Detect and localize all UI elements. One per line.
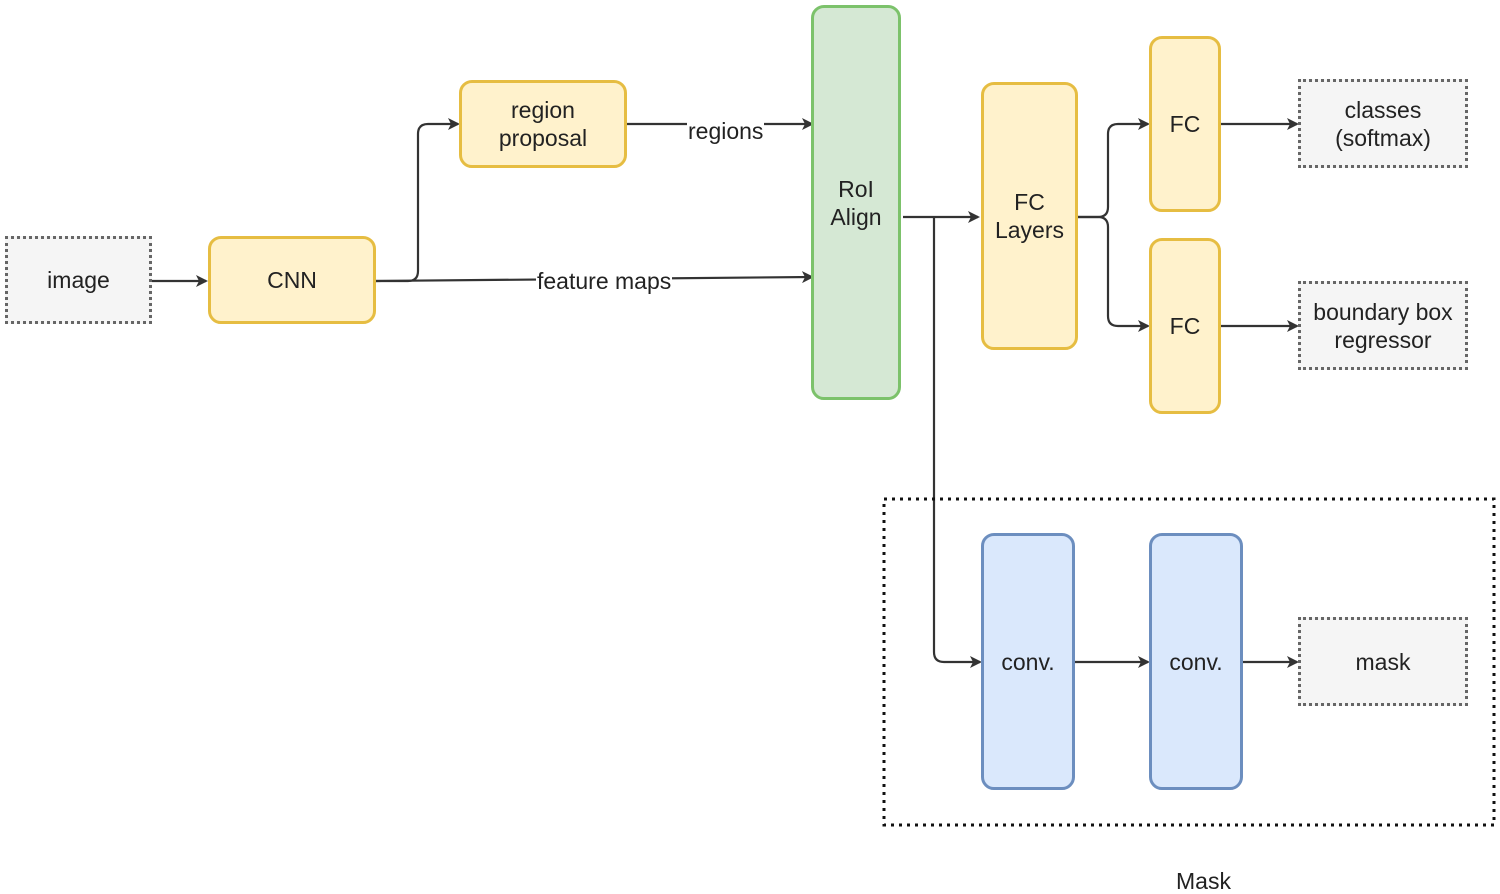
fc-bottom-node: FC [1149,238,1221,414]
region-proposal-node: region proposal [459,80,627,168]
fc-top-node: FC [1149,36,1221,212]
bbox-regressor-node: boundary box regressor [1298,281,1468,370]
mask-branch-group [882,497,1496,827]
fc-layers-node: FC Layers [981,82,1078,350]
edge-cnn-to-region-proposal [376,118,460,283]
conv-node-2: conv. [1149,533,1243,790]
edge-fc-layers-to-fc-bottom [1078,215,1150,332]
regions-edge-label: regions [687,118,765,144]
mask-branch-label: Mask [1176,868,1231,894]
classes-node: classes (softmax) [1298,79,1468,168]
roi-align-node: RoI Align [811,5,901,400]
cnn-node: CNN [208,236,376,324]
edge-roi-to-mask-branch [932,217,982,668]
feature-maps-edge-label: feature maps [536,268,673,294]
conv-node-1: conv. [981,533,1075,790]
mask-output-node: mask [1298,617,1468,706]
edge-fc-layers-to-fc-top [1078,118,1150,219]
image-node: image [5,236,152,324]
